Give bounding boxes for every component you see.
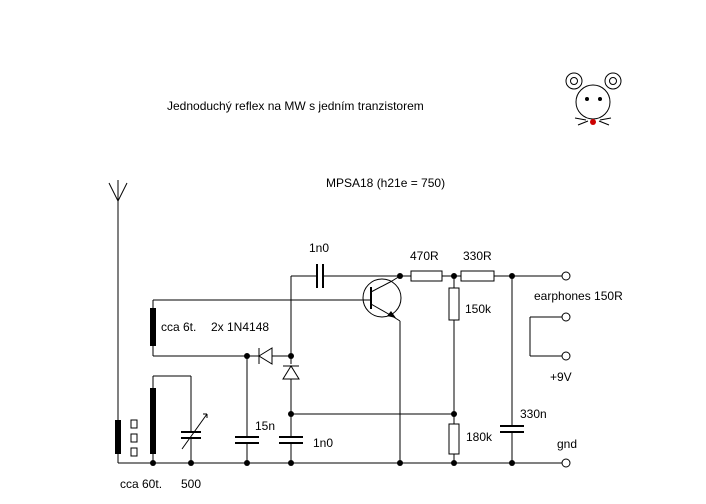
resistor-150k xyxy=(448,287,460,321)
var-cap-label: 500 xyxy=(181,477,201,491)
r330-label: 330R xyxy=(463,249,492,263)
coil-small xyxy=(150,308,156,346)
terminal-gnd xyxy=(561,458,571,468)
diode-vertical xyxy=(282,365,300,414)
transistor xyxy=(362,275,402,322)
r150k-label: 150k xyxy=(465,302,492,316)
diodes-label: 2x 1N4148 xyxy=(211,320,269,334)
transistor-label: MPSA18 (h21e = 750) xyxy=(326,176,445,190)
mouse-nose xyxy=(590,119,596,125)
antenna xyxy=(108,180,128,463)
diode-horizontal xyxy=(247,347,291,365)
supply-label: +9V xyxy=(550,370,572,384)
mouse-icon xyxy=(565,72,622,126)
variable-capacitor xyxy=(181,413,208,463)
coil-large-label: cca 60t. xyxy=(120,477,162,491)
r180k-label: 180k xyxy=(466,430,493,444)
gnd-label: gnd xyxy=(557,437,577,451)
junction-dots xyxy=(150,273,515,466)
coil-small-label: cca 6t. xyxy=(161,320,196,334)
c15n-label: 15n xyxy=(255,419,275,433)
resistor-470r xyxy=(410,270,443,282)
terminal-earphone-1 xyxy=(561,271,571,281)
resistor-330r xyxy=(460,270,495,282)
c1n0-lower-label: 1n0 xyxy=(313,436,333,450)
resistor-180k xyxy=(448,423,460,455)
title: Jednoduchý reflex na MW s jedním tranzis… xyxy=(167,99,424,113)
terminal-plus9v xyxy=(561,351,571,361)
c330n-label: 330n xyxy=(520,407,547,421)
coil-large xyxy=(115,388,156,457)
c1n0-coupling-label: 1n0 xyxy=(309,241,329,255)
terminal-earphone-2 xyxy=(561,312,571,322)
r470-label: 470R xyxy=(410,249,439,263)
earphones-label: earphones 150R xyxy=(534,289,623,303)
